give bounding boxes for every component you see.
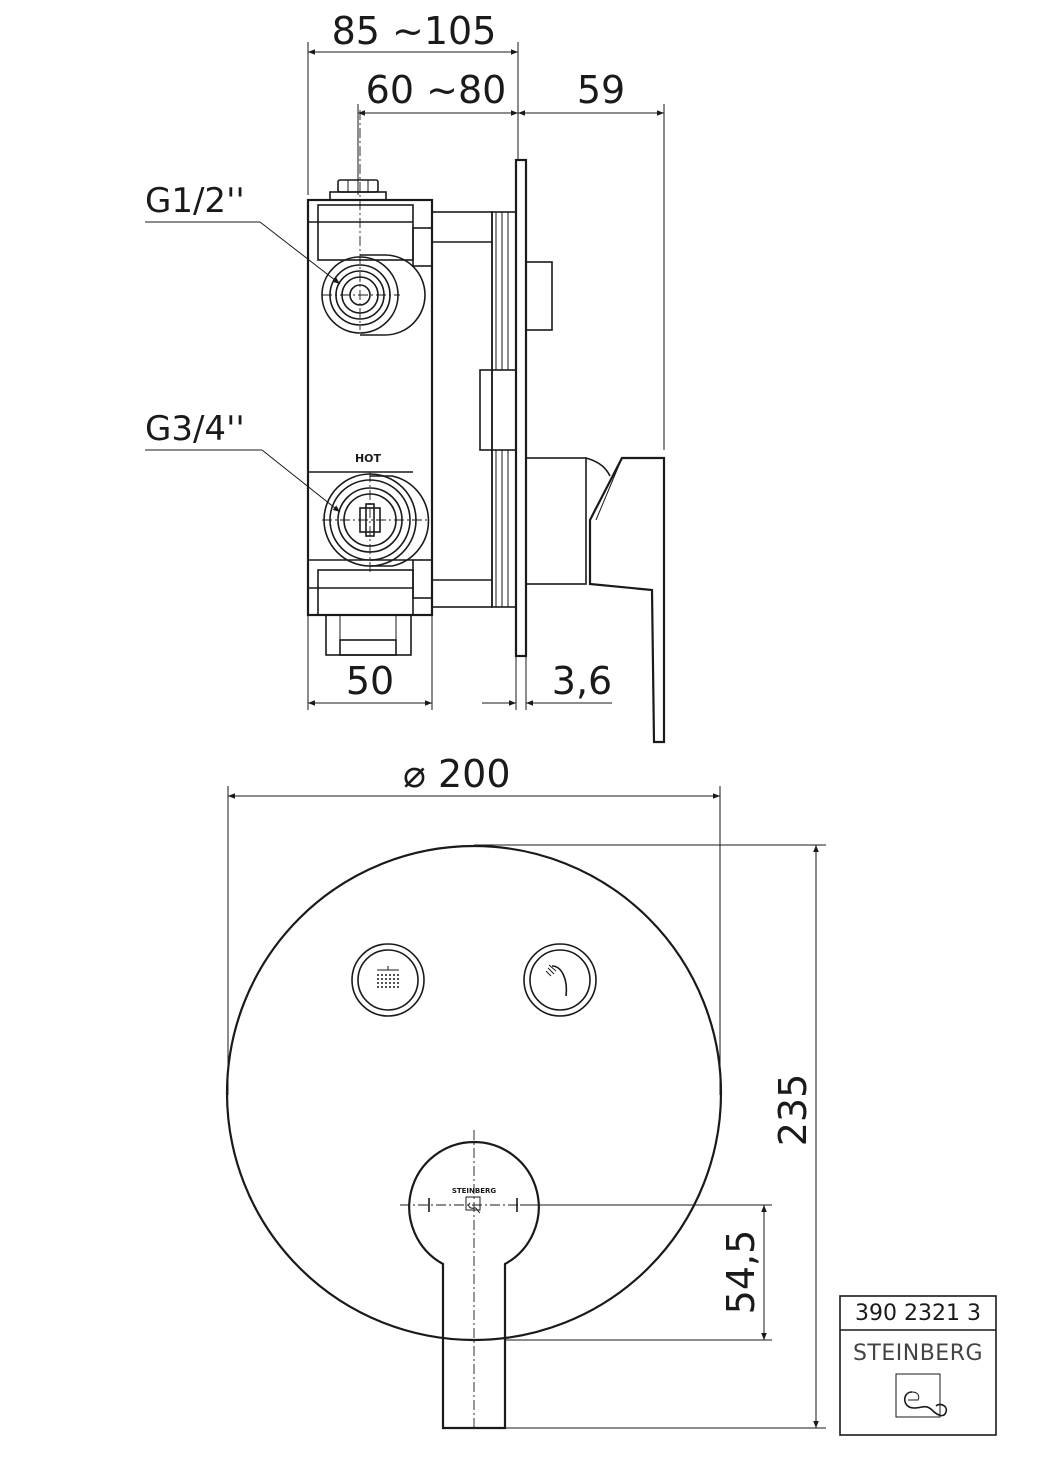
valve-body — [306, 198, 434, 617]
diverter-button-right — [523, 943, 597, 1017]
dim-total-depth-label: 85 ~105 — [332, 9, 497, 53]
hand-shower-icon — [545, 964, 568, 997]
hot-label: HOT — [355, 452, 382, 465]
front-view: ⌀ 200 235 — [225, 752, 826, 1430]
dim-handle-label: 59 — [577, 68, 625, 112]
wall-plate — [514, 158, 528, 658]
dim-lever-label: 54,5 — [719, 1230, 763, 1315]
mixer-lever: STEINBERG — [400, 1130, 548, 1430]
dimension-diameter: ⌀ 200 — [227, 752, 721, 1095]
rain-shower-icon — [377, 966, 399, 988]
side-view: 85 ~105 60 ~80 59 — [145, 9, 666, 744]
knob-brand-label: STEINBERG — [452, 1187, 497, 1195]
thread-bottom-label: G3/4'' — [145, 409, 245, 449]
dimension-height: 235 — [474, 844, 826, 1429]
dimension-body-width: 50 — [307, 615, 433, 710]
cover-plate — [225, 844, 723, 1342]
thread-top-label: G1/2'' — [145, 181, 245, 221]
cold-inlet-port — [321, 110, 426, 336]
thread-callout-g34: G3/4'' — [145, 409, 341, 513]
dim-diameter-label: 200 — [438, 752, 511, 796]
steinberg-logo-icon — [895, 1373, 948, 1418]
dim-body-depth-label: 60 ~80 — [366, 68, 507, 112]
dim-height-label: 235 — [771, 1074, 815, 1147]
knob-logo-icon — [465, 1196, 481, 1214]
diameter-symbol: ⌀ — [403, 752, 426, 796]
button-side-profile — [525, 261, 553, 331]
dim-body-width-label: 50 — [346, 659, 394, 703]
title-block: 390 2321 3 STEINBERG — [839, 1295, 997, 1436]
dimension-handle: 59 — [518, 68, 665, 450]
dim-plate-label: 3,6 — [552, 659, 612, 703]
dimension-body-depth: 60 ~80 — [357, 68, 518, 195]
lever-side-profile — [525, 456, 666, 744]
title-brand: STEINBERG — [853, 1341, 983, 1366]
article-number: 390 2321 3 — [855, 1301, 981, 1326]
diverter-button-left — [351, 943, 425, 1017]
hot-inlet-port — [322, 472, 430, 572]
dimension-lever: 54,5 — [505, 1204, 772, 1341]
bottom-connector — [325, 614, 412, 656]
dimension-plate-thickness: 3,6 — [482, 656, 612, 710]
thread-callout-g12: G1/2'' — [145, 181, 341, 285]
dimension-total-depth: 85 ~105 — [307, 9, 519, 195]
housing-sleeve — [431, 211, 517, 608]
